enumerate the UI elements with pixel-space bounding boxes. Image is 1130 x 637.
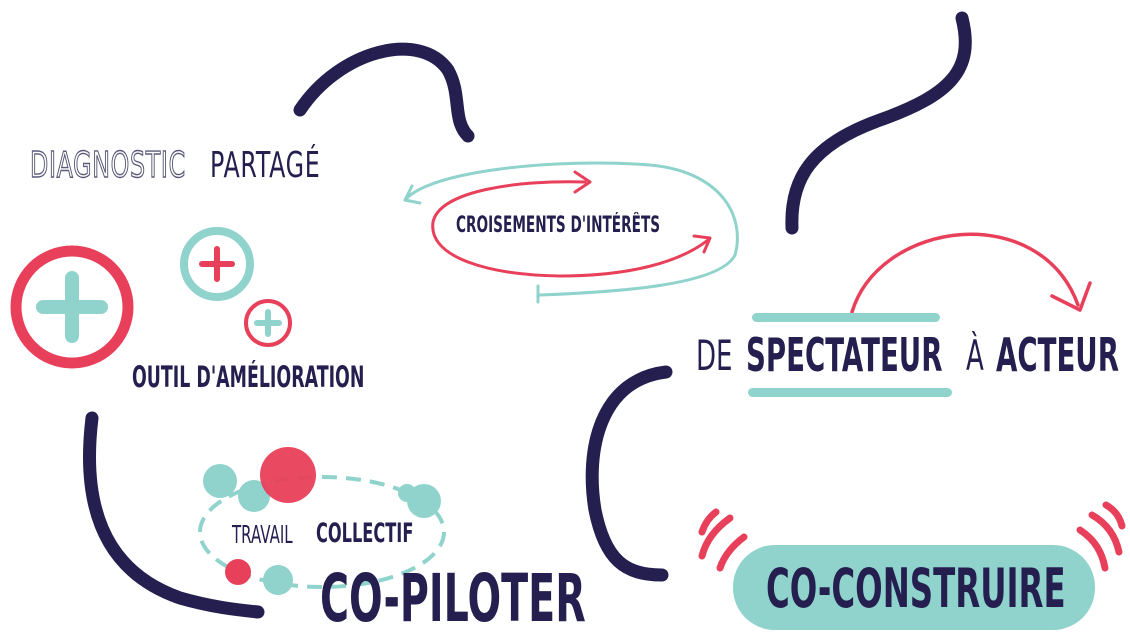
dashed-ring [198,475,446,589]
arc-arrow-icon [850,232,1092,314]
team-blobs-icon [198,447,446,595]
acteur-label: ACTEUR [996,328,1119,382]
blob-red-small [225,559,251,585]
a-label: À [966,331,984,380]
teal-loop-arrowhead [403,184,422,205]
wave-right-3 [1102,501,1126,530]
plus-circle-icon [10,227,292,369]
travail-label: TRAVAIL [232,520,293,549]
plus-medium [199,246,235,282]
copiloter-label: CO-PILOTER [320,560,586,637]
red-loop-arrowhead-bottom [692,234,712,254]
spectateur-label: SPECTATEUR [746,328,943,382]
red-loop-arrowhead-top [573,170,592,194]
partage-label: PARTAGÉ [210,145,321,186]
sound-wave-icon [698,501,1126,572]
plus-circle-medium [180,227,254,301]
plus-large [36,271,108,343]
plus-circle-large [10,245,134,369]
plus-small [254,309,282,337]
outil-label: OUTIL D'AMÉLIORATION [132,360,365,394]
coconstruire-pill [733,545,1095,630]
connector-middle [585,365,673,582]
cycle-arrows-icon [403,161,739,304]
collectif-label: COLLECTIF [316,518,414,549]
wave-right-2 [1088,511,1123,556]
blob-teal-4 [398,484,416,502]
wave-left-3 [698,508,720,536]
wave-left-1 [716,533,748,572]
connector-top-left [293,42,475,143]
wave-right-1 [1076,526,1109,572]
blob-teal-1 [203,464,237,498]
plus-circle-small [244,299,292,347]
arc-arrow-curve [850,232,1080,314]
connector-left [83,411,265,619]
de-label: DE [696,331,733,380]
diagnostic-label: DIAGNOSTIC [30,145,186,186]
blob-teal-5 [263,565,293,595]
croisements-label: CROISEMENTS D'INTÉRÊTS [456,213,661,238]
wave-left-2 [698,514,734,560]
spectateur-bar-top [752,313,940,322]
arc-arrow-head [1050,281,1092,312]
coconstruire-label: CO-CONSTRUIRE [766,557,1066,620]
connector-top-right [785,11,972,235]
connector-strokes [83,11,972,619]
red-loop [431,180,710,278]
teal-loop [403,161,739,297]
spectateur-bar-bottom [748,388,952,397]
blob-teal-2 [238,480,270,512]
blob-red-large [260,447,316,503]
